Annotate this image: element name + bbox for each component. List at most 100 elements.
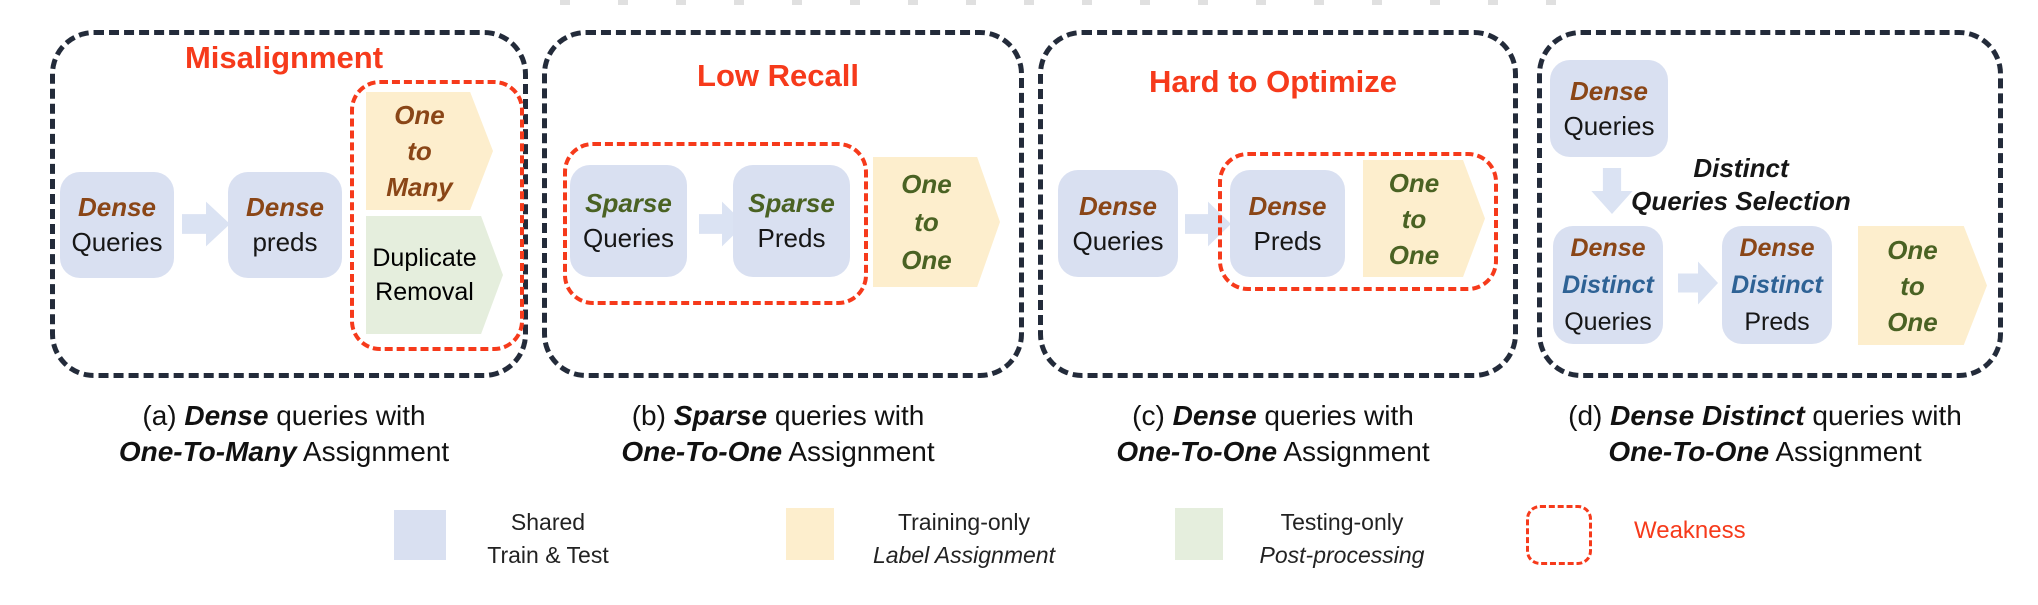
caption-text: queries with [767, 400, 925, 431]
caption-prefix: (b) [631, 400, 674, 431]
query-type-label: Dense [1569, 75, 1649, 106]
assignment-word: to [1401, 203, 1427, 234]
legend-label-line: Shared [510, 509, 586, 535]
assignment-word: One [394, 100, 445, 130]
pred-label: Preds [1744, 307, 1810, 336]
query-type-label: Dense [1078, 190, 1158, 221]
pred-type-label: Dense [245, 192, 325, 222]
caption-line: (a) Dense queries with [50, 398, 518, 434]
legend-shared-label: Shared Train & Test [458, 506, 638, 572]
caption-prefix: (c) [1132, 400, 1173, 431]
panel-b-queries-box: Sparse Queries [570, 165, 687, 277]
caption-text: queries with [1804, 400, 1962, 431]
distinct-queries-selection-label: Distinct Queries Selection [1611, 152, 1871, 218]
panel-b-weakness-title: Low Recall [697, 58, 859, 93]
post-processing-word: Duplicate [372, 244, 477, 272]
legend-testing-label: Testing-only Post-processing [1242, 506, 1442, 572]
panel-d-frame [1537, 30, 2003, 378]
panel-a-queries-box: Dense Queries [60, 172, 174, 278]
query-label: Queries [1072, 225, 1164, 256]
panel-a-caption: (a) Dense queries with One-To-Many Assig… [50, 398, 518, 470]
query-label: Queries [582, 223, 675, 253]
assignment-word: One [1887, 234, 1938, 265]
legend-label-line: Training-only [897, 509, 1031, 535]
query-label: Queries [1564, 307, 1652, 336]
assignment-word: to [407, 136, 432, 166]
caption-text: queries with [1256, 400, 1414, 431]
panel-c-frame [1038, 30, 1518, 378]
caption-emphasis: Sparse [673, 400, 768, 431]
panel-c-preds-box: Dense Preds [1230, 170, 1345, 277]
selection-label-line: Distinct [1693, 153, 1789, 183]
legend-label-line: Post-processing [1259, 542, 1425, 568]
pred-label: Preds [757, 223, 826, 253]
assignment-word: to [914, 207, 939, 237]
caption-text: Assignment [296, 436, 450, 467]
assignment-word: One [1388, 239, 1440, 270]
query-label: Queries [71, 227, 163, 257]
legend-weakness-swatch [1526, 505, 1592, 565]
caption-line: One-To-Many Assignment [50, 434, 518, 470]
panel-c-caption: (c) Dense queries with One-To-One Assign… [1038, 398, 1508, 470]
caption-line: (d) Dense Distinct queries with [1527, 398, 2003, 434]
pred-type-label: Dense [1739, 233, 1815, 262]
caption-emphasis: One-To-One [1608, 436, 1770, 467]
caption-emphasis: Dense [184, 400, 269, 431]
panel-b-frame [542, 30, 1024, 378]
pred-label: Preds [1253, 225, 1322, 256]
assignment-word: One [1388, 167, 1440, 198]
pred-distinct-label: Distinct [1731, 270, 1823, 299]
panel-c-weakness-box [1218, 152, 1498, 291]
one-to-one-assignment-shape: One to One [1858, 226, 1987, 345]
panel-c-weakness-title: Hard to Optimize [1148, 64, 1397, 99]
caption-prefix: (a) [142, 400, 185, 431]
query-label: Queries [1563, 110, 1655, 141]
pred-type-label: Sparse [748, 188, 835, 218]
panel-a-weakness-title: Misalignment [184, 40, 384, 75]
panel-a-frame [50, 30, 528, 378]
panel-b-caption: (b) Sparse queries with One-To-One Assig… [542, 398, 1014, 470]
legend-shared-swatch [394, 510, 446, 560]
query-distinct-label: Distinct [1562, 270, 1654, 299]
panel-c-queries-box: Dense Queries [1058, 170, 1178, 277]
duplicate-removal-shape: Duplicate Removal [366, 216, 503, 334]
caption-emphasis: Dense Distinct [1610, 400, 1805, 431]
query-type-label: Dense [1570, 233, 1646, 262]
caption-text: Assignment [782, 436, 935, 467]
cropped-text-artifact [560, 0, 1600, 5]
caption-line: (c) Dense queries with [1038, 398, 1508, 434]
caption-text: Assignment [1769, 436, 1922, 467]
panel-a-weakness-box [350, 80, 524, 351]
one-to-many-assignment-shape: One to Many [366, 92, 493, 210]
assignment-word: One [1887, 306, 1938, 337]
panel-d-distinct-preds-box: Dense Distinct Preds [1722, 226, 1832, 344]
caption-text: Assignment [1277, 436, 1430, 467]
pred-type-label: Dense [1248, 190, 1327, 221]
caption-text: queries with [268, 400, 426, 431]
panel-a-preds-box: Dense preds [228, 172, 342, 278]
panel-b-preds-box: Sparse Preds [733, 165, 850, 277]
assignment-word: One [901, 245, 952, 275]
panel-b-weakness-box [563, 142, 868, 305]
selection-label-line: Queries Selection [1631, 186, 1851, 216]
legend-testing-swatch [1175, 508, 1223, 560]
assignment-word: Many [386, 172, 453, 202]
caption-prefix: (d) [1568, 400, 1611, 431]
caption-emphasis: Dense [1172, 400, 1257, 431]
assignment-word: to [1900, 270, 1925, 301]
legend-weakness-label: Weakness [1634, 517, 1746, 544]
caption-line: One-To-One Assignment [542, 434, 1014, 470]
legend-training-label: Training-only Label Assignment [864, 506, 1064, 572]
legend-label-line: Testing-only [1280, 509, 1404, 535]
legend-label-line: Train & Test [487, 542, 609, 568]
caption-emphasis: One-To-One [621, 436, 783, 467]
post-processing-word: Removal [375, 278, 474, 306]
caption-emphasis: One-To-Many [118, 436, 297, 467]
caption-line: (b) Sparse queries with [542, 398, 1014, 434]
caption-line: One-To-One Assignment [1527, 434, 2003, 470]
pred-label: preds [252, 227, 318, 257]
query-type-label: Dense [77, 192, 157, 222]
caption-line: One-To-One Assignment [1038, 434, 1508, 470]
panel-d-queries-box: Dense Queries [1550, 60, 1668, 157]
